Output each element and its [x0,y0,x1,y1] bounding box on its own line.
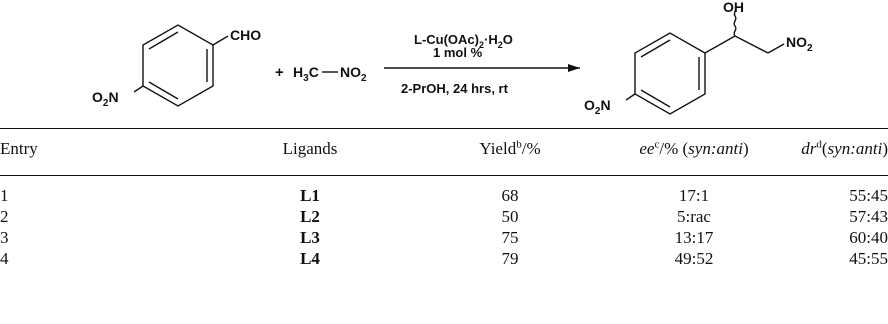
reactant-aldehyde-label: CHO [230,27,261,43]
cell-yield: 75 [501,228,519,247]
cell-dr: 55:45 [849,186,888,205]
cell-ee: 49:52 [674,249,714,268]
table-top-rule [0,128,888,130]
header-dr: drd(syn:anti) [801,138,888,158]
cell-ee: 5:rac [677,207,711,226]
cell-entry: 4 [0,249,9,268]
cell-ligand: L3 [300,228,320,247]
cell-ee: 13:17 [674,228,714,247]
reaction-arrow: L-Cu(OAc)2·H2O 1 mol % 2-PrOH, 24 hrs, r… [384,32,580,96]
reaction-scheme: CHO O2N + H3C NO2 L-Cu(OAc)2·H2O 1 mol %… [92,0,813,117]
cell-ligand: L1 [300,186,320,205]
reagent-nitromethane: H3C NO2 [293,64,367,84]
table-row: 2 L2 50 5:rac 57:43 [0,207,888,227]
cell-yield: 50 [501,207,519,226]
header-ligands: Ligands [282,139,338,158]
product-nitroaldol: OH NO2 O2N [584,0,813,117]
catalyst-loading: 1 mol % [433,45,483,60]
cell-yield: 79 [501,249,519,268]
table-row: 1 L1 68 17:1 55:45 [0,186,888,206]
svg-text:L-Cu(OAc)2·H2O: L-Cu(OAc)2·H2O [414,32,513,50]
cell-dr: 60:40 [849,228,888,247]
cell-dr: 57:43 [849,207,888,226]
cell-entry: 1 [0,186,9,205]
cell-ligand: L2 [300,207,320,226]
product-hydroxyl-label: OH [723,0,744,15]
header-yield: Yieldb/% [479,138,541,158]
cell-dr: 45:55 [849,249,888,268]
cell-yield: 68 [501,186,519,205]
table-row: 4 L4 79 49:52 45:55 [0,249,888,269]
svg-text:H3C: H3C [293,64,319,84]
table-header-rule [0,175,888,176]
product-nitro-label: O2N [584,97,611,117]
cell-entry: 2 [0,207,9,226]
cell-ee: 17:1 [678,186,710,205]
plus-sign: + [275,64,284,81]
product-nitro-chain-label: NO2 [786,34,813,54]
header-ee: eec/% (syn:anti) [639,138,749,158]
header-entry: Entry [0,139,38,158]
cell-ligand: L4 [300,249,320,268]
reactant-nitro-label: O2N [92,89,119,109]
table-row: 3 L3 75 13:17 60:40 [0,228,888,248]
cell-entry: 3 [0,228,9,247]
svg-text:NO2: NO2 [340,64,367,84]
reaction-conditions: 2-PrOH, 24 hrs, rt [401,81,509,96]
reactant-4-nitrobenzaldehyde: CHO O2N [92,24,261,109]
